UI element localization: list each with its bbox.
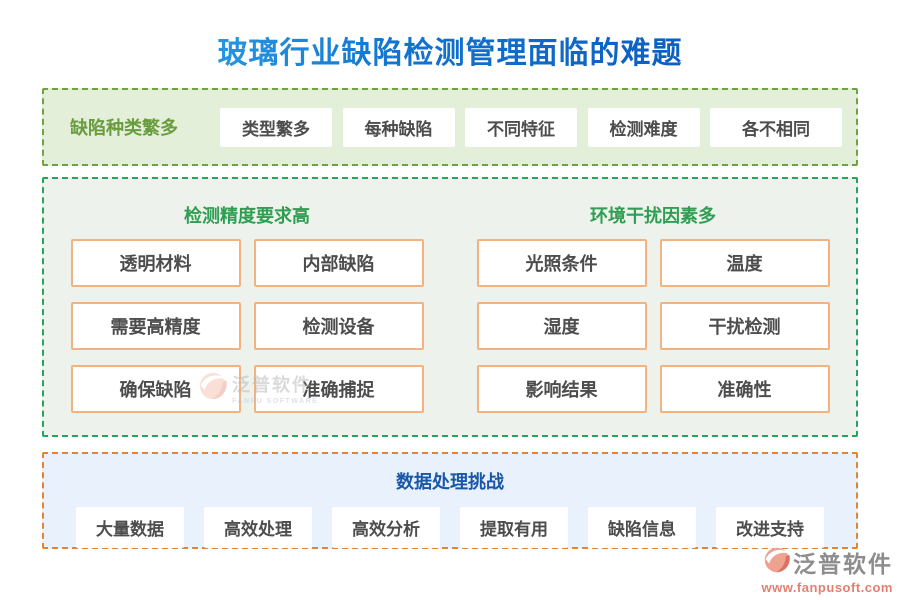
column-environment-grid: 光照条件 温度 湿度 干扰检测 影响结果 准确性 — [476, 239, 830, 413]
chip-temperature: 温度 — [659, 239, 830, 287]
chip-accuracy: 准确性 — [659, 365, 830, 413]
section-data-processing-chips: 大量数据 高效处理 高效分析 提取有用 缺陷信息 改进支持 — [44, 507, 856, 548]
section-defect-variety-label: 缺陷种类繁多 — [70, 118, 178, 138]
chip-efficient-processing: 高效处理 — [204, 507, 312, 548]
section-precision-environment: 检测精度要求高 透明材料 内部缺陷 需要高精度 检测设备 确保缺陷 准确捕捉 环… — [42, 177, 858, 437]
chip-defect-info: 缺陷信息 — [588, 507, 696, 548]
chip-detection-difficulty: 检测难度 — [587, 107, 700, 147]
chip-different-features: 不同特征 — [465, 107, 577, 147]
chip-detection-equipment: 检测设备 — [253, 302, 424, 350]
column-precision-header: 检测精度要求高 — [184, 206, 310, 226]
brand-logo: 泛普软件 www.fanpusoft.com — [761, 545, 893, 595]
column-precision: 检测精度要求高 透明材料 内部缺陷 需要高精度 检测设备 确保缺陷 准确捕捉 — [44, 179, 450, 435]
chip-accurate-capture: 准确捕捉 — [253, 365, 424, 413]
chip-humidity: 湿度 — [476, 302, 647, 350]
section-data-processing: 数据处理挑战 大量数据 高效处理 高效分析 提取有用 缺陷信息 改进支持 — [42, 452, 858, 549]
chip-internal-defect: 内部缺陷 — [253, 239, 424, 287]
section-data-processing-header: 数据处理挑战 — [396, 472, 504, 492]
chip-interference-detection: 干扰检测 — [659, 302, 830, 350]
chip-lighting-conditions: 光照条件 — [476, 239, 647, 287]
brand-logo-url[interactable]: www.fanpusoft.com — [761, 580, 893, 595]
column-environment: 环境干扰因素多 光照条件 温度 湿度 干扰检测 影响结果 准确性 — [450, 179, 856, 435]
chip-transparent-material: 透明材料 — [70, 239, 241, 287]
brand-logo-top: 泛普软件 — [763, 545, 893, 579]
section-defect-variety: 缺陷种类繁多 类型繁多 每种缺陷 不同特征 检测难度 各不相同 — [42, 88, 858, 166]
chip-improvement-support: 改进支持 — [716, 507, 824, 548]
page-title: 玻璃行业缺陷检测管理面临的难题 — [0, 28, 900, 72]
chip-extract-useful: 提取有用 — [460, 507, 568, 548]
chip-all-different: 各不相同 — [710, 107, 842, 147]
column-environment-header: 环境干扰因素多 — [590, 206, 716, 226]
section-defect-variety-chips: 类型繁多 每种缺陷 不同特征 检测难度 各不相同 — [220, 107, 842, 147]
chip-type-variety: 类型繁多 — [220, 107, 332, 147]
brand-logo-name: 泛普软件 — [793, 551, 893, 577]
chip-high-precision-needed: 需要高精度 — [70, 302, 241, 350]
chip-efficient-analysis: 高效分析 — [332, 507, 440, 548]
chip-each-defect: 每种缺陷 — [342, 107, 455, 147]
chip-massive-data: 大量数据 — [76, 507, 184, 548]
column-precision-grid: 透明材料 内部缺陷 需要高精度 检测设备 确保缺陷 准确捕捉 — [70, 239, 424, 413]
fanpu-logo-icon — [763, 546, 791, 579]
chip-affect-results: 影响结果 — [476, 365, 647, 413]
chip-ensure-defect: 确保缺陷 — [70, 365, 241, 413]
